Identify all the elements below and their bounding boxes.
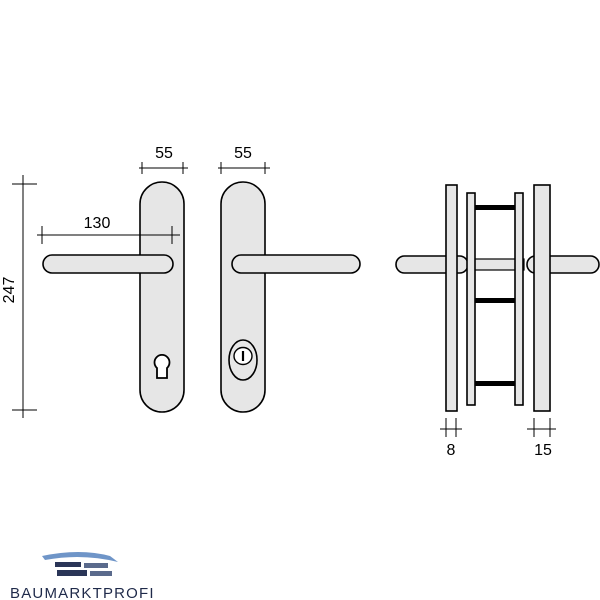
outer-plate-right: [533, 184, 551, 412]
dim-label-plate-width-left: 55: [155, 145, 173, 162]
inner-plate-right: [514, 192, 524, 406]
outer-plate-left: [445, 184, 458, 412]
dim-label-plate-height: 247: [1, 277, 18, 304]
dim-label-outer-thickness: 15: [534, 442, 552, 459]
left-backplate: [139, 181, 185, 413]
fastening-bolt-middle: [475, 298, 517, 303]
dim-plate-width-right: 55: [218, 145, 270, 174]
middle-lever-handle: [231, 254, 361, 274]
baumarktprofi-logo: BAUMARKTPROFI: [10, 552, 155, 600]
logo-text: BAUMARKTPROFI: [10, 585, 155, 600]
logo-roof-swoosh-icon: [42, 552, 118, 562]
dim-plate-width-left: 55: [139, 145, 188, 174]
profile-cylinder-cutout-icon: [153, 354, 171, 379]
dim-label-inner-thickness: 8: [447, 442, 456, 459]
logo-brick-bottom: [57, 570, 87, 576]
dim-lever-length: 130: [37, 215, 180, 244]
fastening-bolt-top: [475, 205, 517, 210]
dim-thickness-outer: 15: [527, 418, 556, 459]
logo-brick-top: [55, 562, 81, 567]
middle-front-view: [220, 181, 361, 413]
side-section-view: [395, 184, 600, 412]
inner-plate-left: [466, 192, 476, 406]
fastening-bolt-bottom: [475, 381, 517, 386]
dim-plate-height: 247: [1, 175, 37, 418]
dim-thickness-inner: 8: [440, 418, 462, 459]
dim-label-lever-length: 130: [84, 215, 111, 232]
logo-brick-top-2: [84, 563, 108, 568]
logo-brick-bottom-2: [90, 571, 112, 576]
dim-label-plate-width-right: 55: [234, 145, 252, 162]
left-lever-handle: [42, 254, 174, 274]
left-front-view: [42, 181, 185, 413]
